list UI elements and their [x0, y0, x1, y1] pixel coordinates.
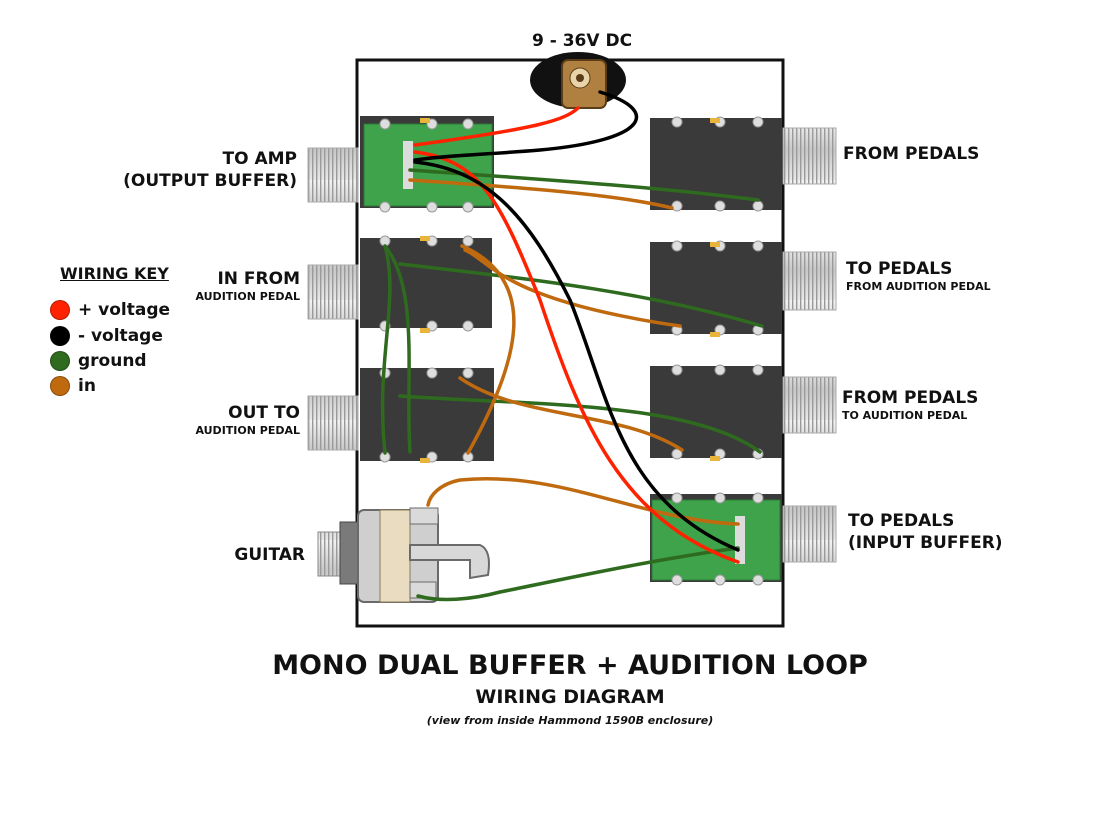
jack-label-line2: AUDITION PEDAL — [195, 424, 300, 437]
red-dot-icon — [50, 300, 70, 320]
jack-label-line1: OUT TO — [228, 403, 300, 423]
wiring-key-label: + voltage — [78, 300, 171, 320]
jack-label-from-pedals-to-audition: FROM PEDALS TO AUDITION PEDAL — [842, 387, 978, 422]
wiring-key-label: in — [78, 376, 96, 396]
diagram-subtitle: WIRING DIAGRAM — [475, 686, 665, 708]
green-dot-icon — [50, 351, 70, 371]
jack-label-line1: TO AMP — [222, 149, 298, 169]
jack-threads — [307, 127, 837, 563]
wires — [380, 90, 764, 602]
jack-label-line1: TO PEDALS — [846, 259, 953, 279]
wiring-key-title: WIRING KEY — [60, 264, 169, 283]
jack-label-line2: (OUTPUT BUFFER) — [123, 171, 297, 191]
wiring-key-item-negative: - voltage — [50, 326, 163, 346]
wiring-key-item-positive: + voltage — [50, 300, 170, 320]
jack-label-out-to-audition: OUT TO AUDITION PEDAL — [195, 402, 300, 437]
jack-label-line2: (INPUT BUFFER) — [848, 533, 1003, 553]
jack-label-line2: TO AUDITION PEDAL — [842, 409, 968, 422]
jack-label-from-pedals: FROM PEDALS — [843, 144, 980, 164]
jack-label-to-pedals-input-buffer: TO PEDALS (INPUT BUFFER) — [848, 510, 1003, 554]
black-dot-icon — [50, 326, 70, 346]
jack-label-to-amp: TO AMP (OUTPUT BUFFER) — [123, 148, 297, 192]
diagram-title: MONO DUAL BUFFER + AUDITION LOOP — [272, 650, 868, 681]
wiring-key-item-in: in — [50, 376, 96, 396]
wiring-key-label: - voltage — [78, 326, 163, 346]
jack-label-line2: AUDITION PEDAL — [195, 290, 300, 303]
jack-label-line1: IN FROM — [217, 269, 300, 289]
jack-label-in-from-audition: IN FROM AUDITION PEDAL — [195, 268, 300, 303]
jack-label-guitar: GUITAR — [234, 545, 305, 565]
jack-label-line2: FROM AUDITION PEDAL — [846, 280, 991, 293]
solder-pads — [420, 118, 720, 463]
orange-dot-icon — [50, 376, 70, 396]
jack-label-to-pedals-from-audition: TO PEDALS FROM AUDITION PEDAL — [846, 258, 991, 293]
wiring-key-label: ground — [78, 351, 147, 371]
jack-bodies — [360, 116, 782, 582]
diagram-note: (view from inside Hammond 1590B enclosur… — [426, 714, 714, 727]
dc-power-jack — [530, 52, 626, 109]
wiring-key-item-ground: ground — [50, 351, 147, 371]
power-label: 9 - 36V DC — [532, 31, 633, 51]
guitar-input-jack — [317, 507, 490, 603]
jack-label-line1: FROM PEDALS — [842, 388, 979, 408]
jack-label-line1: TO PEDALS — [848, 511, 955, 531]
